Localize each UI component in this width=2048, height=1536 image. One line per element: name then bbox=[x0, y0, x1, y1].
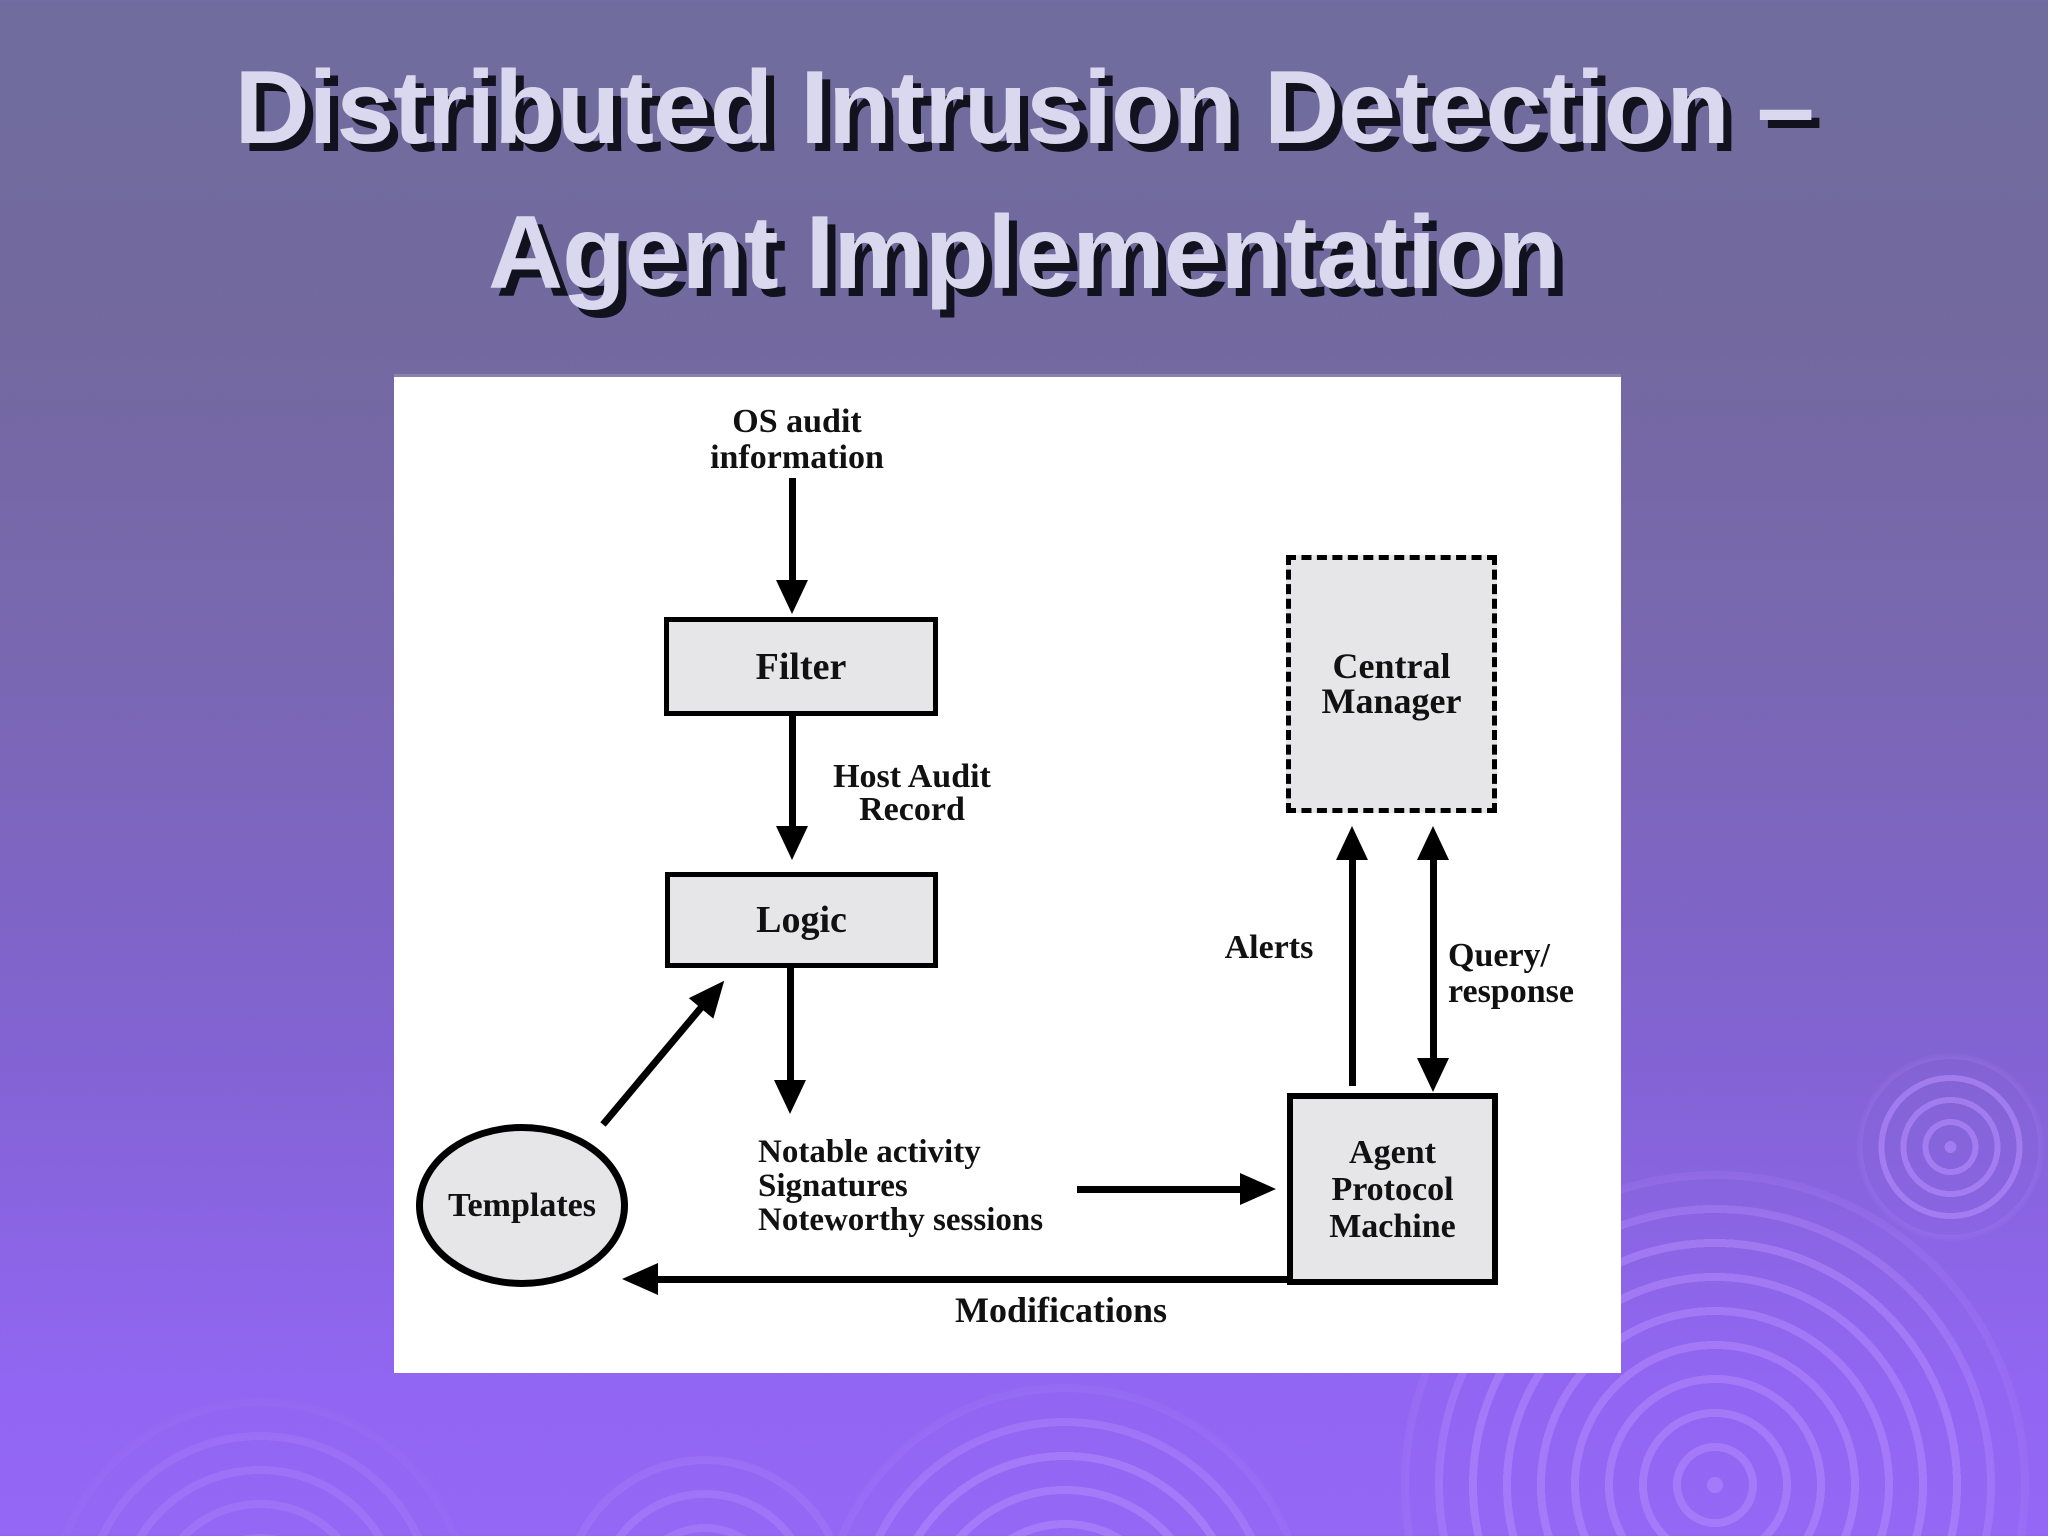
arrow-alerts-apm-to-central-manager bbox=[1349, 856, 1356, 1086]
slide-title-line-2: Agent Implementation bbox=[487, 195, 1561, 311]
ripple-decoration-bottom-center bbox=[805, 1370, 1325, 1536]
query-line-1: Query/ bbox=[1448, 937, 1550, 974]
arrowhead-left-icon bbox=[622, 1263, 658, 1295]
os-audit-line-1: OS audit bbox=[732, 403, 862, 440]
arrow-apm-to-templates bbox=[652, 1276, 1287, 1283]
os-audit-information-label: OS audit information bbox=[647, 404, 947, 476]
arrowhead-up-icon bbox=[1336, 826, 1368, 860]
apm-line-2: Protocol bbox=[1331, 1170, 1454, 1208]
notable-line-3: Noteworthy sessions bbox=[758, 1202, 1044, 1238]
host-audit-line-2: Record bbox=[859, 791, 965, 828]
templates-node-label: Templates bbox=[448, 1186, 596, 1224]
arrow-notable-to-agent-protocol-machine bbox=[1077, 1186, 1244, 1193]
ripple-decoration-corner-left bbox=[40, 1390, 480, 1536]
host-audit-record-label: Host Audit Record bbox=[762, 758, 1062, 828]
notable-line-2: Signatures bbox=[758, 1168, 908, 1204]
filter-node: Filter bbox=[664, 617, 938, 716]
agent-protocol-machine-node: Agent Protocol Machine bbox=[1287, 1093, 1498, 1285]
notable-line-1: Notable activity bbox=[758, 1134, 981, 1170]
arrowhead-right-icon bbox=[1240, 1173, 1276, 1205]
logic-node: Logic bbox=[665, 872, 938, 968]
arrowhead-down-icon bbox=[776, 580, 808, 614]
filter-node-label: Filter bbox=[755, 645, 847, 688]
arrow-os-audit-to-filter bbox=[789, 478, 796, 582]
arrowhead-down-icon bbox=[774, 1080, 806, 1114]
arrowhead-down-icon bbox=[1417, 1058, 1449, 1092]
ripple-decoration-right bbox=[1853, 1052, 2048, 1242]
central-manager-node: Central Manager bbox=[1286, 555, 1497, 813]
arrow-filter-to-logic bbox=[789, 716, 796, 828]
central-manager-line-1: Central bbox=[1332, 646, 1451, 686]
query-line-2: response bbox=[1448, 973, 1574, 1010]
ripple-decoration-bottom-left bbox=[535, 1430, 875, 1536]
host-audit-line-1: Host Audit bbox=[833, 758, 991, 795]
query-response-label: Query/ response bbox=[1448, 938, 1574, 1010]
notable-activity-label: Notable activity Signatures Noteworthy s… bbox=[758, 1135, 1043, 1237]
apm-line-3: Machine bbox=[1329, 1207, 1456, 1245]
alerts-label: Alerts bbox=[1224, 929, 1314, 966]
arrowhead-up-icon bbox=[1417, 826, 1449, 860]
modifications-label: Modifications bbox=[955, 1290, 1167, 1330]
logic-node-label: Logic bbox=[756, 899, 847, 941]
slide-title-line-1: Distributed Intrusion Detection – bbox=[234, 50, 1814, 166]
os-audit-line-2: information bbox=[710, 439, 884, 476]
arrow-logic-to-notable bbox=[787, 968, 794, 1082]
arrowhead-down-icon bbox=[776, 826, 808, 860]
apm-line-1: Agent bbox=[1349, 1133, 1436, 1171]
templates-node: Templates bbox=[416, 1124, 628, 1287]
central-manager-line-2: Manager bbox=[1321, 681, 1462, 721]
arrow-query-response-bidirectional bbox=[1430, 856, 1437, 1068]
